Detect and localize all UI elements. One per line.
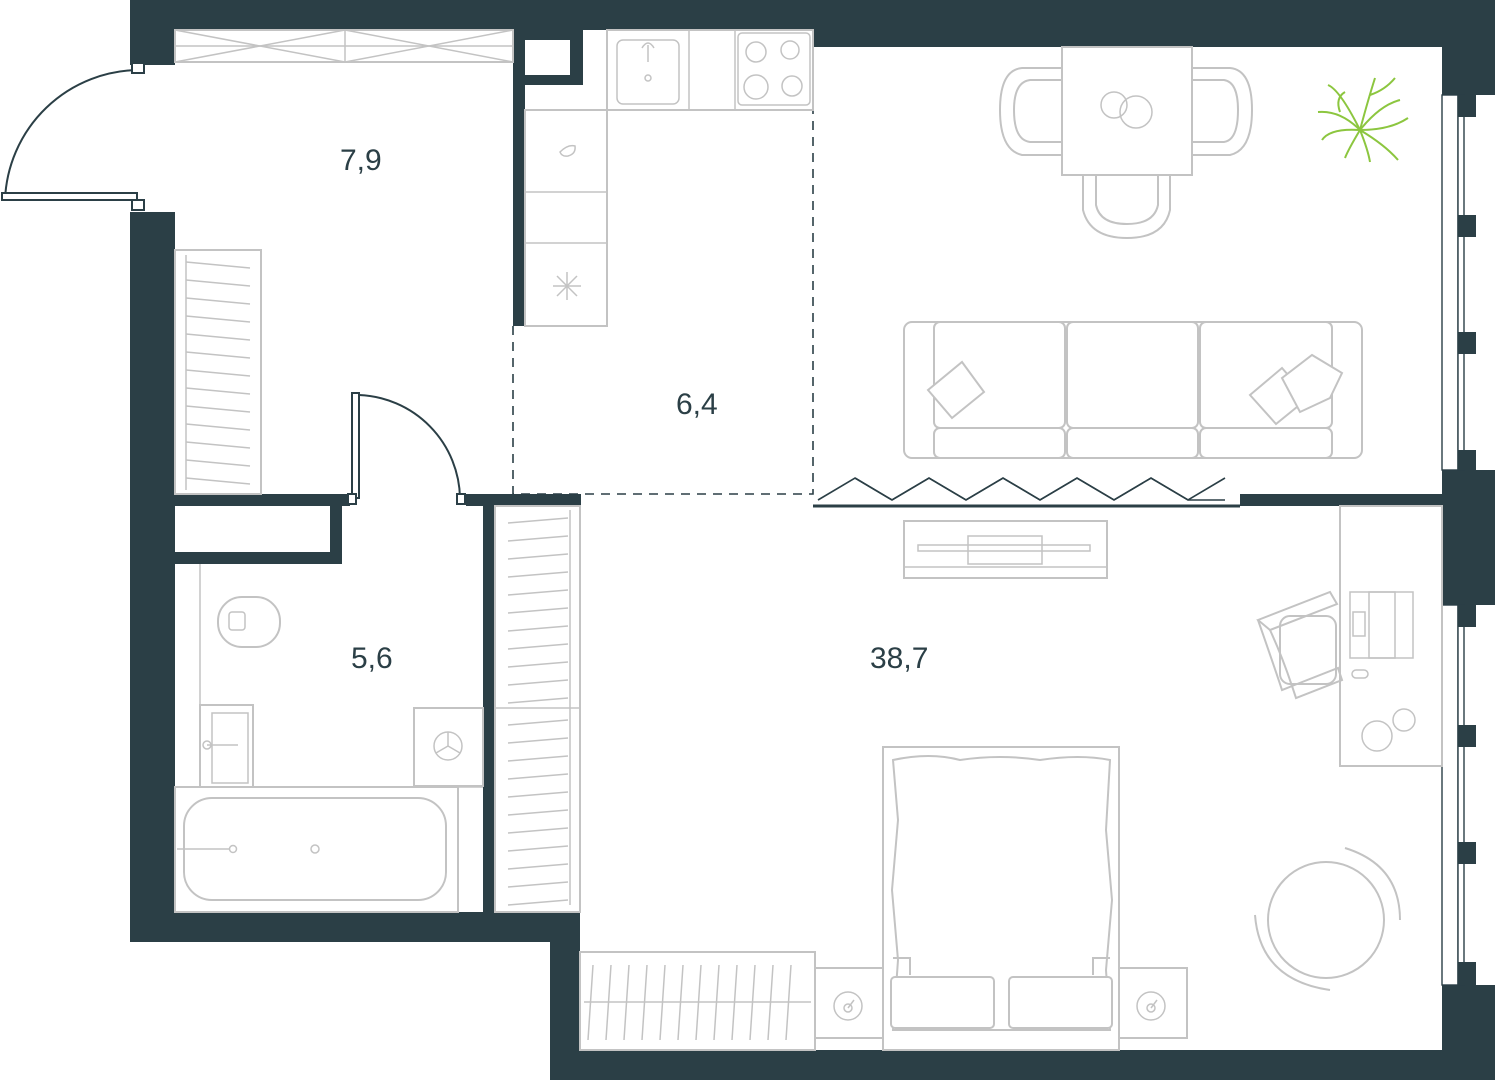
wall-duct-bottom [175, 552, 342, 564]
nightstand-left [814, 967, 884, 1039]
wall-hall-bath-left [175, 494, 350, 506]
dining-table [1061, 46, 1193, 176]
wall-top-left [130, 0, 813, 30]
wall-shaft-top [513, 30, 583, 40]
glass-partition [813, 477, 1240, 508]
bathroom-door [347, 392, 466, 505]
sofa [903, 321, 1363, 459]
armchair [1254, 847, 1401, 991]
wall-left-upper [130, 0, 175, 65]
tv-stand [903, 520, 1108, 579]
dining-chair-right [1192, 67, 1254, 156]
wall-right-top [1442, 0, 1495, 95]
plant-icon [1317, 77, 1409, 163]
bathtub-icon [174, 786, 483, 913]
area-label-hallway: 7,9 [340, 144, 382, 177]
hallway-wardrobe [174, 249, 262, 495]
entrance-door [1, 62, 145, 211]
wall-left-lower [130, 212, 175, 940]
kitchen-zone-boundary [512, 30, 814, 495]
window-right-lower [1441, 604, 1476, 986]
wall-shaft-right [570, 30, 583, 82]
windows [174, 29, 1476, 986]
fridge-snowflake-icon [553, 272, 581, 300]
area-label-kitchen: 6,4 [676, 388, 718, 421]
wall-top-right [813, 0, 1495, 47]
dining-chair-left [998, 67, 1062, 156]
wall-kitchen-left [513, 30, 525, 326]
wall-right-bottom [1442, 985, 1495, 1080]
desk [1339, 505, 1443, 767]
walls [130, 0, 1495, 1080]
washing-machine-icon [413, 707, 484, 787]
area-label-bathroom: 5,6 [351, 642, 393, 675]
bedroom-wardrobe [579, 951, 816, 1051]
wall-duct-right [330, 494, 342, 564]
window-right-upper [1441, 94, 1476, 471]
nightstand-right [1118, 967, 1188, 1039]
dishwasher-drop-icon [559, 144, 576, 157]
dining-chair-bottom [1082, 175, 1171, 240]
wall-bottom [550, 1050, 1495, 1080]
wall-right-mid [1442, 470, 1495, 605]
bed [882, 746, 1120, 1051]
stove-icon [737, 32, 811, 106]
area-label-living: 38,7 [870, 642, 928, 675]
wall-bath-right [483, 494, 495, 912]
wall-living-partition [1240, 494, 1442, 506]
wall-shaft-bottom [513, 75, 583, 85]
desk-chair [1256, 590, 1344, 700]
kitchen-sink-icon [616, 39, 680, 105]
wall-bottom-left [130, 912, 580, 942]
washbasin-icon [199, 704, 254, 788]
kitchen-counter [524, 29, 814, 327]
living-wardrobe [494, 505, 581, 913]
